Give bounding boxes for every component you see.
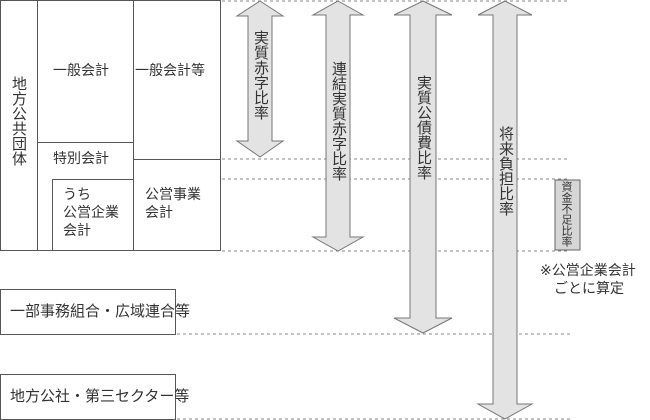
- partial-affairs-union-label: 一部事務組合・広域連合等: [10, 302, 191, 320]
- label-future-burden: 将来負担比率: [497, 126, 515, 216]
- local-public-corp-box: [0, 374, 176, 420]
- label-consolidated-deficit: 連結実質赤字比率: [330, 61, 348, 181]
- general-account-box: [37, 0, 134, 143]
- public-enterprise-line3: 会計: [63, 223, 91, 239]
- local-public-corp-label: 地方公社・第三セクター等: [10, 387, 190, 405]
- public-enterprise-line1: うち: [63, 187, 91, 203]
- special-account-label: 特別会計: [53, 151, 109, 167]
- general-account-etc-box: [133, 0, 221, 160]
- note-line1: ※公営企業会計: [540, 263, 636, 279]
- label-debt-service: 実質公債費比率: [415, 75, 433, 180]
- partial-affairs-union-box: [0, 289, 176, 335]
- arrow-debt-service: [393, 0, 453, 334]
- public-business-line2: 会計: [145, 205, 173, 221]
- local-gov-label: 地方公共団体: [10, 76, 28, 166]
- general-account-etc-label: 一般会計等: [135, 63, 205, 79]
- label-real-deficit: 実質赤字比率: [252, 30, 270, 120]
- arrow-future-burden: [476, 0, 534, 420]
- general-account-label: 一般会計: [53, 63, 109, 79]
- public-business-line1: 公営事業: [145, 187, 201, 203]
- public-enterprise-line2: 公営企業: [63, 205, 119, 221]
- note-line2: ごとに算定: [554, 281, 624, 297]
- public-business-box: [133, 159, 221, 251]
- label-fund-shortage: 資金不足比率: [560, 181, 573, 247]
- fund-shortage-box: [554, 179, 581, 251]
- arrow-consolidated-deficit: [311, 0, 365, 252]
- local-gov-box: [0, 0, 38, 251]
- arrow-real-deficit: [235, 0, 285, 158]
